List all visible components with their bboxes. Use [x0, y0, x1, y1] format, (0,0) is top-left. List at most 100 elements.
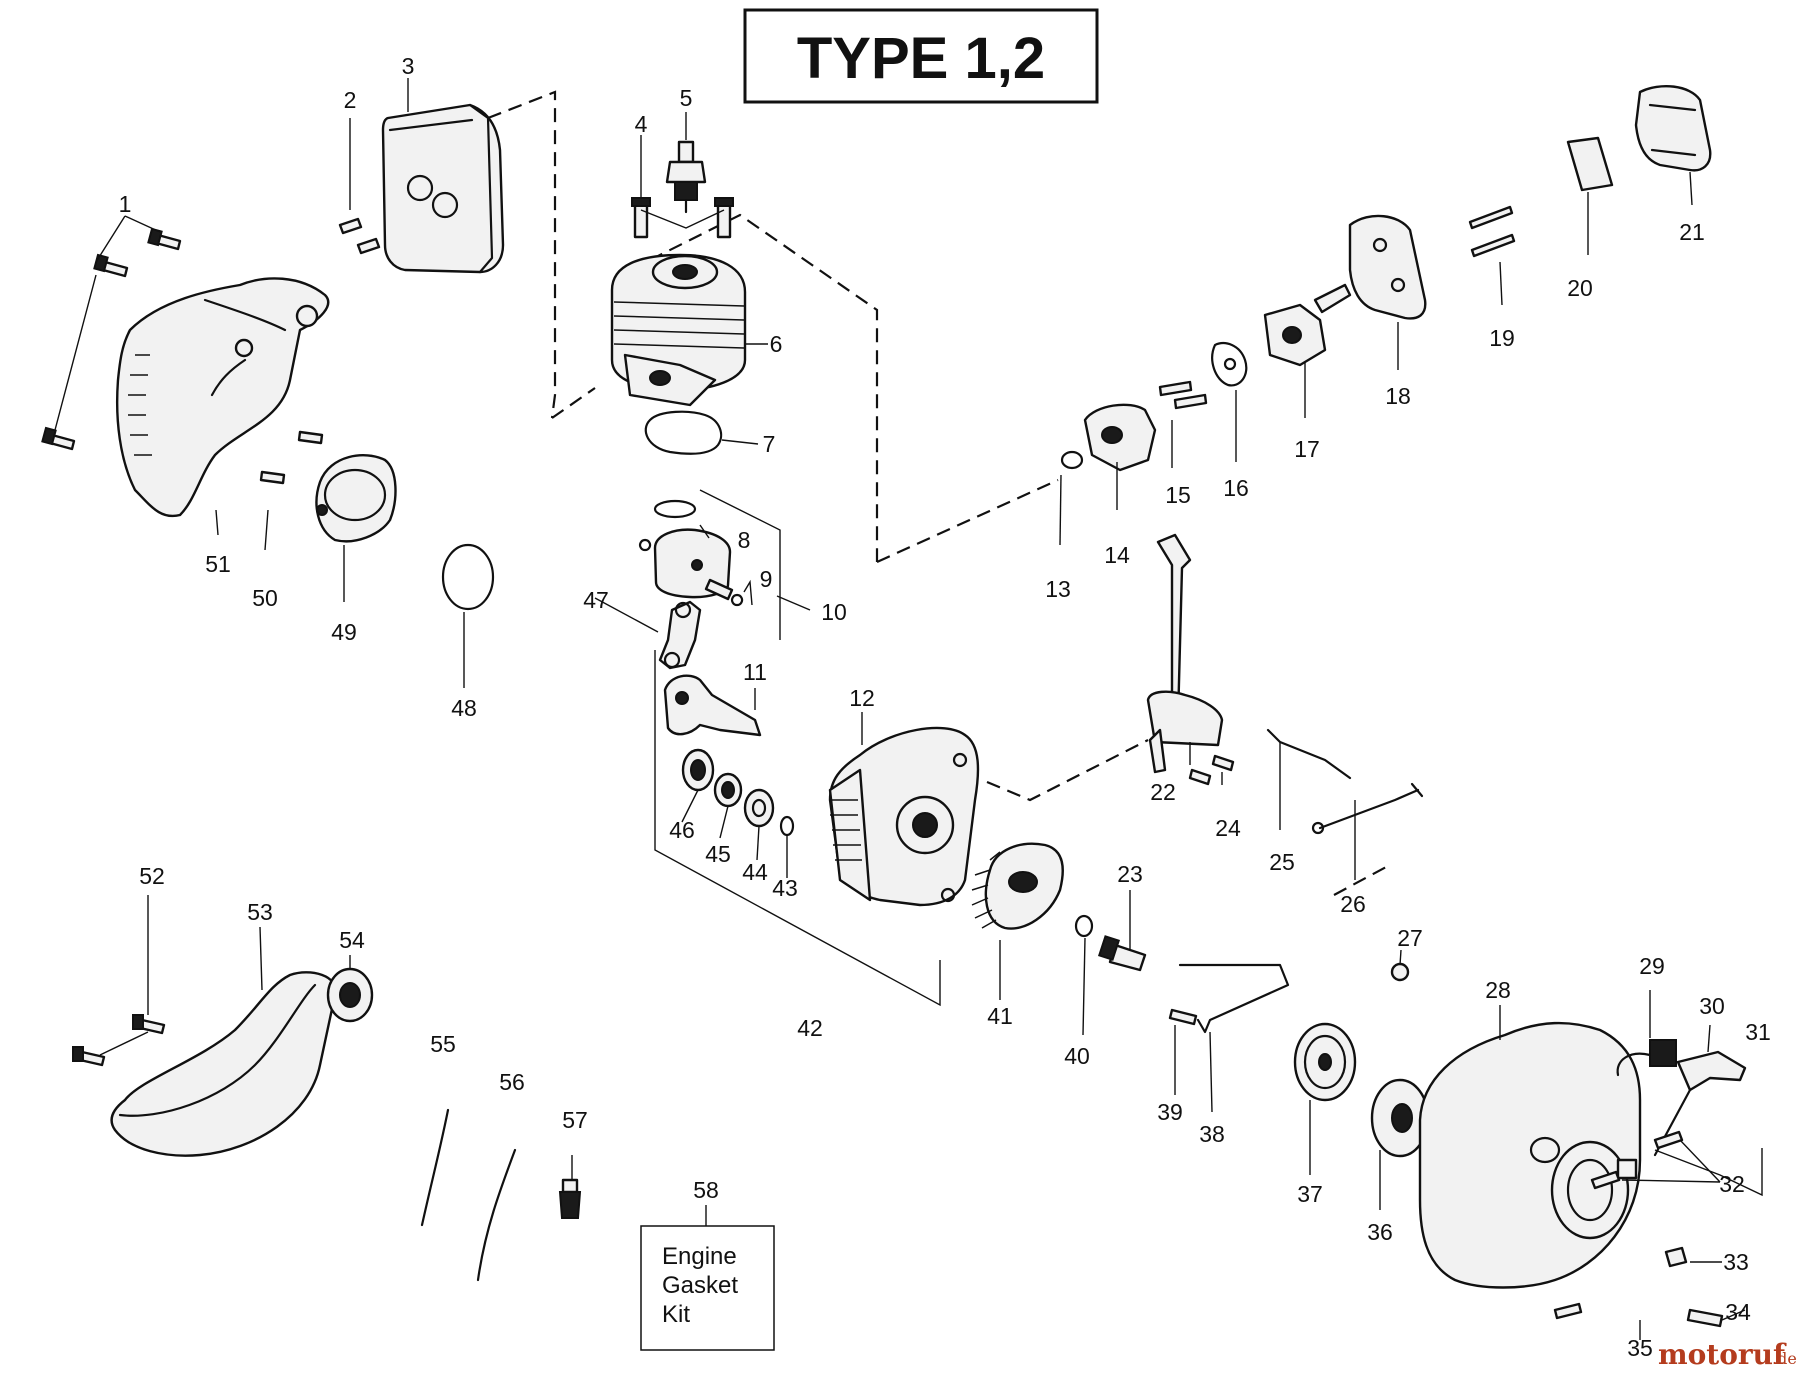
part-57-fuel-filter	[558, 1178, 582, 1219]
part-11-crankshaft	[663, 674, 762, 737]
part-3-muffler-cover	[381, 103, 505, 274]
label-part-37: 37	[1297, 1181, 1323, 1207]
label-part-51: 51	[205, 551, 231, 577]
label-part-13: 13	[1045, 576, 1071, 602]
label-part-19: 19	[1489, 325, 1515, 351]
part-49-pulley-assembly	[259, 430, 397, 543]
label-part-40: 40	[1064, 1043, 1090, 1069]
part-33-nut	[1664, 1246, 1688, 1268]
part-28-starter-housing	[1418, 1021, 1642, 1289]
label-part-41: 41	[987, 1003, 1013, 1029]
part-13-o-ring	[1060, 450, 1084, 470]
part-8-piston-ring	[653, 499, 697, 519]
part-43-clip	[779, 815, 795, 837]
title-box: TYPE 1,2	[743, 8, 1099, 104]
kit-line-1: Engine	[662, 1243, 737, 1270]
label-part-42: 42	[797, 1015, 823, 1041]
label-part-3: 3	[402, 53, 415, 79]
part-42-bracket	[654, 650, 941, 1007]
leader-lines	[54, 78, 1763, 1340]
label-part-14: 14	[1104, 542, 1130, 568]
diagram-title: TYPE 1,2	[797, 26, 1045, 91]
label-part-32: 32	[1719, 1171, 1745, 1197]
label-part-56: 56	[499, 1069, 525, 1095]
part-4-bolts	[631, 197, 734, 239]
part-24-screws	[1188, 754, 1235, 786]
part-37-starter-pulley	[1293, 1022, 1357, 1102]
label-part-58: 58	[693, 1177, 719, 1203]
label-part-6: 6	[770, 331, 783, 357]
label-part-31: 31	[1745, 1019, 1771, 1045]
label-part-15: 15	[1165, 482, 1191, 508]
label-part-4: 4	[635, 111, 648, 137]
part-21-filter-cover	[1634, 85, 1712, 172]
part-19-screws	[1468, 205, 1516, 258]
watermark-logo: motoruf .de	[1658, 1338, 1797, 1371]
part-32-screws	[1590, 1130, 1684, 1190]
label-part-49: 49	[331, 619, 357, 645]
part-26-wire	[1311, 782, 1424, 835]
label-part-5: 5	[680, 85, 693, 111]
label-part-16: 16	[1223, 475, 1249, 501]
part-51-engine-shroud	[115, 277, 330, 518]
label-part-39: 39	[1157, 1099, 1183, 1125]
label-part-30: 30	[1699, 993, 1725, 1019]
part-16-carb-gasket	[1211, 342, 1248, 387]
part-52-screws	[72, 1014, 166, 1067]
part-18-air-filter-housing	[1348, 214, 1427, 320]
label-part-46: 46	[669, 817, 695, 843]
part-36-starter-spring	[1370, 1078, 1430, 1158]
part-55-fuel-line	[420, 1108, 450, 1227]
part-48-o-ring	[441, 543, 495, 611]
part-12-crankcase	[828, 726, 980, 907]
label-part-23: 23	[1117, 861, 1143, 887]
label-part-28: 28	[1485, 977, 1511, 1003]
label-part-1: 1	[119, 191, 132, 217]
label-part-53: 53	[247, 899, 273, 925]
watermark-suffix: .de	[1772, 1349, 1797, 1368]
label-part-55: 55	[430, 1031, 456, 1057]
part-29-switch	[1616, 1039, 1677, 1077]
part-41-flywheel	[971, 842, 1064, 930]
label-part-52: 52	[139, 863, 165, 889]
label-part-18: 18	[1385, 383, 1411, 409]
part-40-washer	[1074, 914, 1094, 938]
label-part-34: 34	[1725, 1299, 1751, 1325]
label-part-11: 11	[743, 659, 767, 685]
label-part-10: 10	[821, 599, 847, 625]
part-14-intake-adapter	[1060, 380, 1208, 472]
part-10-piston-kit	[638, 489, 781, 640]
part-22-ignition-module	[1146, 533, 1224, 774]
label-part-57: 57	[562, 1107, 588, 1133]
part-27-nut	[1390, 962, 1410, 982]
label-part-45: 45	[705, 841, 731, 867]
label-part-54: 54	[339, 927, 365, 953]
label-part-47: 47	[583, 587, 609, 613]
label-part-29: 29	[1639, 953, 1665, 979]
label-part-21: 21	[1679, 219, 1705, 245]
part-5-spark-plug	[665, 140, 707, 214]
part-35-screw	[1553, 1302, 1583, 1320]
part-6-cylinder	[610, 253, 747, 407]
label-part-26: 26	[1340, 891, 1366, 917]
part-2-screws	[338, 217, 381, 255]
label-part-22: 22	[1150, 779, 1176, 805]
part-53-guard	[110, 971, 337, 1157]
part-7-cylinder-gasket	[644, 410, 723, 455]
watermark-brand: motoruf	[1658, 1338, 1787, 1371]
part-47-connecting-rod	[658, 600, 702, 670]
label-part-12: 12	[849, 685, 875, 711]
label-part-20: 20	[1567, 275, 1593, 301]
part-25-wire	[1266, 728, 1352, 780]
label-part-43: 43	[772, 875, 798, 901]
part-23-bushing	[1097, 935, 1147, 972]
part-38-bracket	[1178, 963, 1290, 1034]
label-part-50: 50	[252, 585, 278, 611]
assembly-dashed-lines	[487, 90, 1389, 896]
part-56-fuel-line	[476, 1148, 517, 1282]
label-part-44: 44	[742, 859, 768, 885]
part-54-cap	[326, 967, 374, 1023]
label-part-35: 35	[1627, 1335, 1653, 1361]
part-44-bearing	[743, 788, 775, 828]
